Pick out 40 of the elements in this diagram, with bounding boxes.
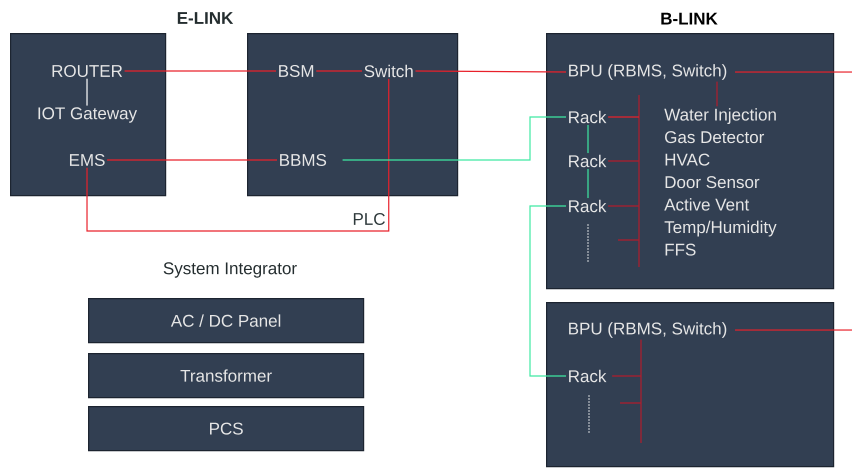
- connector-line: [587, 124, 589, 154]
- component-box: AC / DC Panel: [88, 298, 364, 344]
- connector-line: [86, 78, 88, 106]
- connector-line: [86, 78, 390, 232]
- connector-line: [608, 205, 639, 207]
- component-label: IOT Gateway: [38, 107, 138, 123]
- connector-line: [587, 168, 589, 198]
- component-label: BSM: [279, 64, 314, 78]
- component-label: BBMS: [280, 154, 326, 166]
- connector-line: [529, 205, 566, 377]
- component-box: PCS: [88, 406, 364, 452]
- connector-line: [608, 116, 639, 118]
- connector-line: [735, 329, 852, 331]
- component-label: Rack: [569, 154, 606, 168]
- component-label: EMS: [70, 154, 105, 166]
- sensor-list: Water Injection Gas Detector HVAC Door Sensor Active Vent Temp/Humidity FFS: [664, 108, 777, 256]
- heading: E-LINK: [178, 12, 234, 24]
- component-label: Rack: [569, 110, 606, 124]
- connector-line: [716, 82, 718, 106]
- connector-line: [735, 71, 852, 73]
- connector-line: [608, 160, 639, 162]
- component-label: Switch: [364, 64, 413, 78]
- connector-line: [415, 70, 566, 73]
- component-label: BPU (RBMS, Switch): [569, 64, 726, 80]
- connector-line: [124, 70, 276, 72]
- component-label: Rack: [569, 200, 606, 212]
- component-label: BPU (RBMS, Switch): [569, 322, 726, 338]
- panel-box: [247, 33, 458, 196]
- connector-line: [316, 70, 362, 72]
- connector-line: [342, 116, 566, 161]
- panel-box: [10, 33, 166, 196]
- edge-label: PLC: [351, 212, 387, 226]
- component-label: ROUTER: [52, 64, 122, 78]
- panel-box: [546, 302, 834, 468]
- connector-line: [612, 340, 642, 377]
- group-heading: System Integrator: [164, 262, 297, 278]
- connector-line: [107, 159, 277, 161]
- component-label: Rack: [569, 370, 606, 382]
- component-box: Transformer: [88, 352, 364, 398]
- heading: B-LINK: [661, 12, 718, 24]
